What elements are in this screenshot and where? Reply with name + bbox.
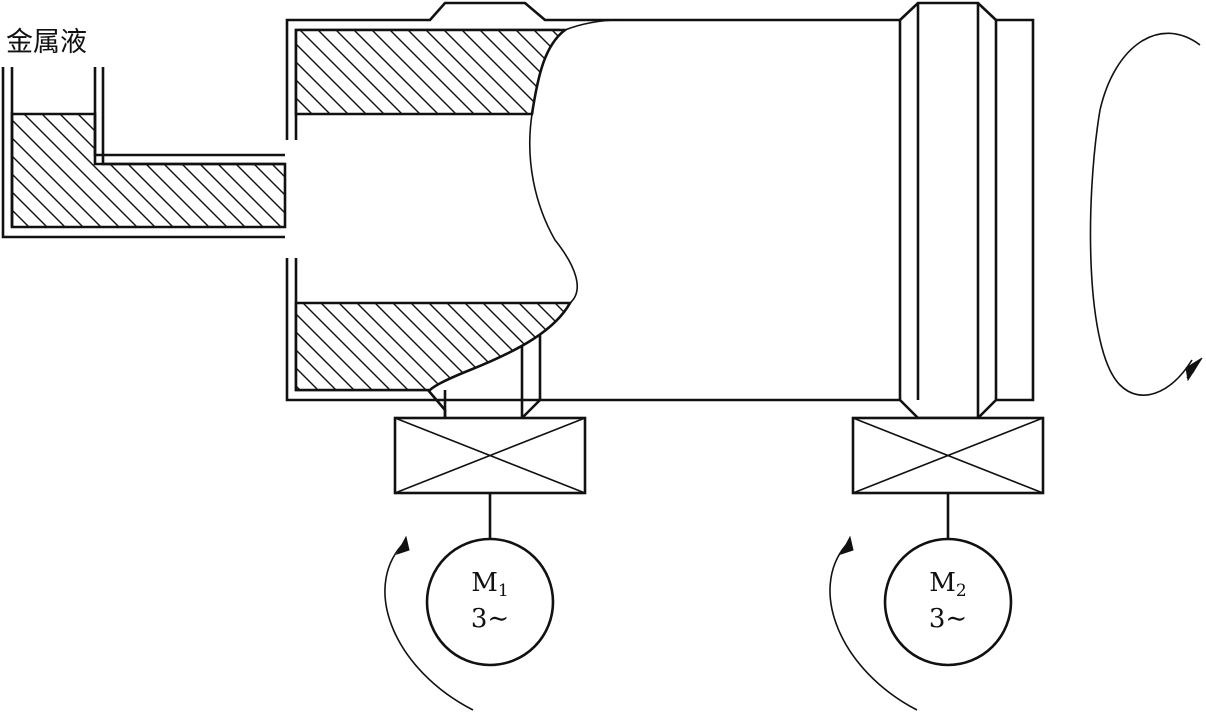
- pouring-trough: [1, 67, 287, 239]
- rotation-arrow: [1089, 32, 1203, 396]
- trough-spout-wall: [93, 67, 285, 157]
- trough-outer-wall: [1, 67, 285, 239]
- mould-body: [427, 20, 902, 419]
- casting-upper-wall: [294, 28, 569, 116]
- mould-top-edge: [564, 19, 621, 31]
- break-line: [529, 29, 579, 304]
- motor-2-rotation-arrow: [829, 535, 918, 711]
- bearing-box-2: [851, 416, 1045, 495]
- motor-1-label: M1 3∼: [470, 568, 510, 634]
- casting-lower-wall: [294, 301, 573, 392]
- mould-right-flange: [899, 1, 1035, 420]
- bearing-box-1: [393, 416, 587, 495]
- trough-step-wall: [101, 67, 285, 166]
- motor-1-circle: [425, 537, 555, 667]
- motor-2-label: M2 3∼: [928, 568, 968, 634]
- motor-1-rotation-arrow: [384, 535, 474, 711]
- trough-metal: [10, 112, 287, 229]
- molten-metal-label: 金属液: [6, 27, 87, 58]
- motor-2-circle: [883, 537, 1013, 667]
